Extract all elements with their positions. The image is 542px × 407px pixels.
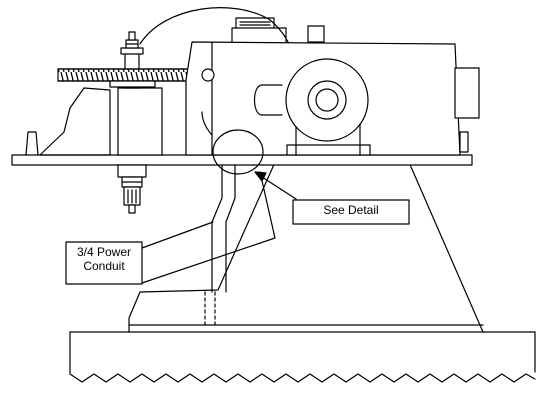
see-detail-label: See Detail: [323, 203, 379, 217]
power-conduit: [204, 159, 236, 326]
left-bracket: [39, 87, 111, 156]
pulley-assembly: [253, 58, 371, 156]
power-conduit-line-2: Conduit: [83, 259, 125, 273]
power-conduit-box: [65, 241, 143, 285]
see-detail-leader: [261, 176, 297, 200]
leader-lines: [141, 171, 297, 284]
motor-block: [117, 87, 163, 156]
wavy-break-line: [69, 373, 536, 383]
conduit-leader: [141, 221, 214, 249]
lower-spindle: [117, 164, 147, 214]
base-plate: [11, 154, 473, 166]
pedestal-housing: [128, 159, 484, 333]
detail-ellipse: [212, 129, 264, 175]
power-conduit-line-1: 3/4 Power: [76, 245, 132, 259]
power-conduit-label: 3/4 Power Conduit: [66, 245, 142, 273]
conduit-leader-bottom: [141, 171, 276, 284]
see-detail-box: [292, 199, 410, 225]
housing-bolt: [201, 68, 215, 82]
base-block: [69, 331, 536, 383]
gear-disk: [57, 68, 201, 88]
left-tab: [25, 131, 39, 156]
